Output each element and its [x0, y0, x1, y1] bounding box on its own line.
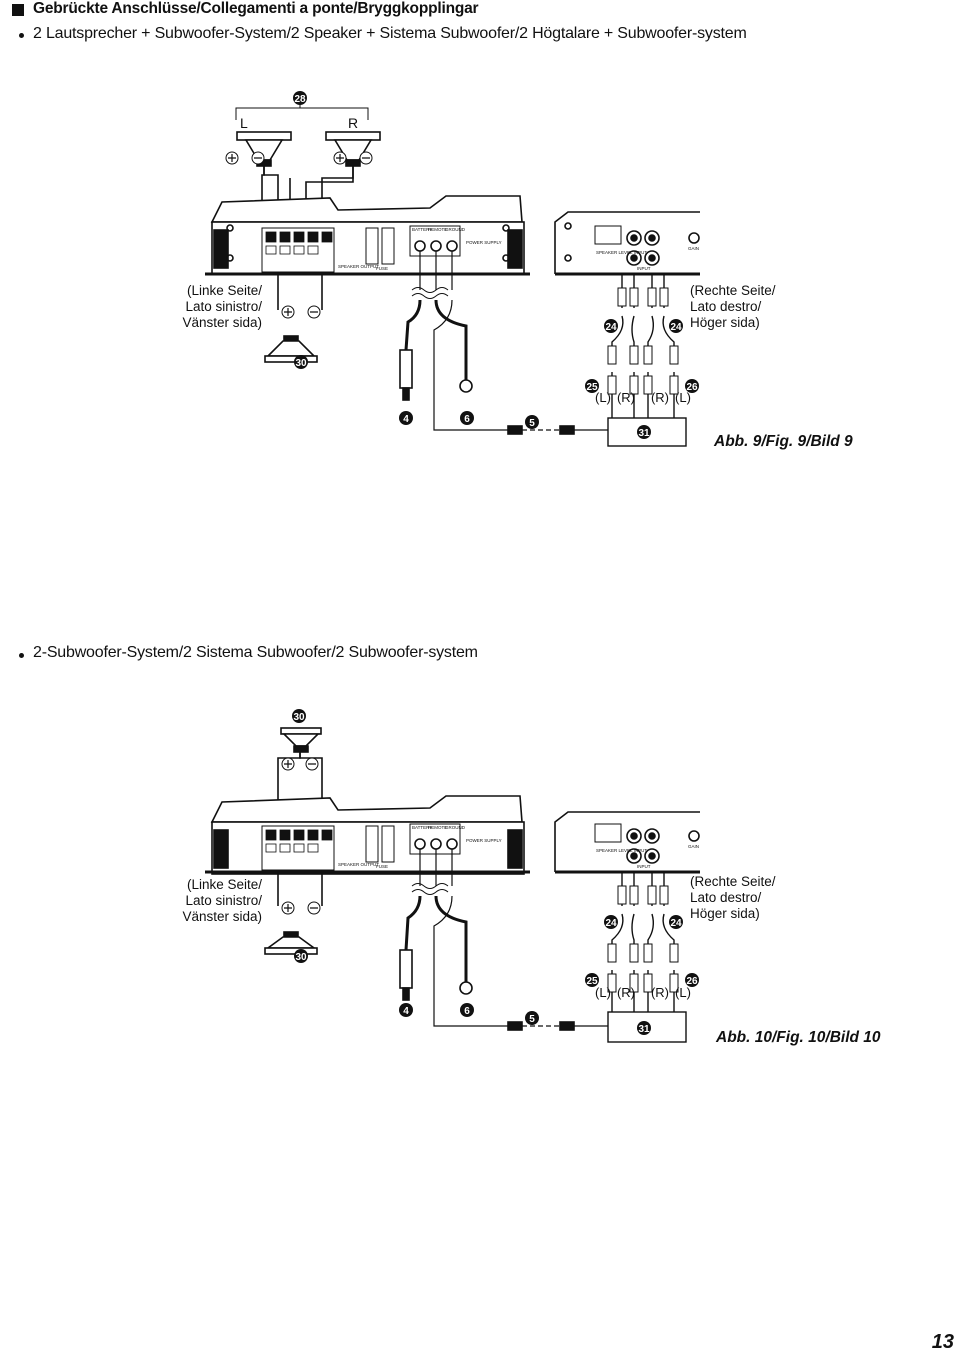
callout: 25 — [586, 976, 598, 987]
figure-caption: Abb. 10/Fig. 10/Bild 10 — [716, 1029, 881, 1046]
speaker-level-input-label: SPEAKER LEVEL INPUT — [596, 250, 647, 255]
rca-label: (L) — [675, 985, 691, 1000]
callout: 5 — [529, 418, 535, 429]
label-line: Höger sida) — [690, 315, 760, 330]
label-line: (Linke Seite/ — [186, 877, 262, 892]
rca-label: (L) — [595, 390, 611, 405]
bullet-heading-1: 2 Lautsprecher + Subwoofer-System/2 Spea… — [33, 25, 747, 42]
label-line: (Linke Seite/ — [186, 283, 262, 298]
remote-label: REMOTE — [428, 227, 447, 232]
callout: 30 — [295, 952, 307, 963]
input-label: INPUT — [637, 864, 651, 869]
callout: 30 — [293, 712, 305, 723]
battery-label: BATTERY — [412, 825, 432, 830]
page-number: 13 — [931, 1331, 954, 1353]
label-line: Lato sinistro/ — [185, 893, 262, 908]
speaker-left-label: L — [240, 115, 248, 131]
callout: 30 — [295, 358, 307, 369]
right-side-label: (Rechte Seite/ Lato destro/ Höger sida) — [690, 874, 776, 922]
callout: 6 — [464, 1006, 470, 1017]
rca-label: (R) — [651, 985, 669, 1000]
callout: 4 — [403, 414, 409, 425]
label-line: (Rechte Seite/ — [690, 874, 776, 889]
rca-label: (R) — [651, 390, 669, 405]
battery-label: BATTERY — [412, 227, 432, 232]
left-side-label: (Linke Seite/ Lato sinistro/ Vänster sid… — [170, 877, 262, 925]
rca-label: (R) — [617, 390, 635, 405]
label-line: Lato destro/ — [690, 890, 762, 905]
section-title: Gebrückte Anschlüsse/Collegamenti a pont… — [33, 0, 479, 17]
ground-label: GROUND — [445, 227, 466, 232]
speaker-output-label: SPEAKER OUTPUT — [338, 264, 379, 269]
fuse-label: FUSE — [376, 864, 388, 869]
callout: 24 — [670, 322, 682, 333]
fuse-label: FUSE — [376, 266, 388, 271]
callout: 31 — [638, 428, 650, 439]
figure-caption: Abb. 9/Fig. 9/Bild 9 — [714, 433, 853, 450]
ground-label: GROUND — [445, 825, 466, 830]
right-side-label: (Rechte Seite/ Lato destro/ Höger sida) — [690, 283, 776, 331]
label-line: Lato sinistro/ — [185, 299, 262, 314]
figure-9-diagram: BATTERY REMOTE GROUND POWER SUPPLY SPEAK… — [205, 91, 700, 447]
speaker-right-label: R — [348, 115, 358, 131]
callout: 4 — [403, 1006, 409, 1017]
left-side-label: (Linke Seite/ Lato sinistro/ Vänster sid… — [170, 283, 262, 331]
callout: 24 — [605, 918, 617, 929]
callout: 31 — [638, 1024, 650, 1035]
label-line: Vänster sida) — [182, 315, 262, 330]
callout: 5 — [529, 1014, 535, 1025]
power-supply-label: POWER SUPPLY — [466, 240, 502, 245]
label-line: Lato destro/ — [690, 299, 762, 314]
speaker-output-label: SPEAKER OUTPUT — [338, 862, 379, 867]
callout: 26 — [686, 976, 698, 987]
power-supply-label: POWER SUPPLY — [466, 838, 502, 843]
input-label: INPUT — [637, 266, 651, 271]
rca-label: (L) — [675, 390, 691, 405]
remote-label: REMOTE — [428, 825, 447, 830]
rca-label: (R) — [617, 985, 635, 1000]
label-line: (Rechte Seite/ — [690, 283, 776, 298]
bullet-icon — [19, 653, 24, 658]
rca-label: (L) — [595, 985, 611, 1000]
gain-label: GAIN — [688, 844, 699, 849]
figure-10-diagram: BATTERY REMOTE GROUND POWER SUPPLY SPEAK… — [205, 709, 700, 1043]
label-line: Vänster sida) — [182, 909, 262, 924]
callout: 25 — [586, 382, 598, 393]
callout: 24 — [605, 322, 617, 333]
label-line: Höger sida) — [690, 906, 760, 921]
callout: 26 — [686, 382, 698, 393]
speaker-level-input-label: SPEAKER LEVEL INPUT — [596, 848, 647, 853]
section-marker-icon — [12, 4, 24, 16]
gain-label: GAIN — [688, 246, 699, 251]
bullet-icon — [19, 33, 24, 38]
bullet-heading-2: 2-Subwoofer-System/2 Sistema Subwoofer/2… — [33, 644, 478, 661]
callout: 6 — [464, 414, 470, 425]
callout: 28 — [294, 94, 306, 105]
callout: 24 — [670, 918, 682, 929]
